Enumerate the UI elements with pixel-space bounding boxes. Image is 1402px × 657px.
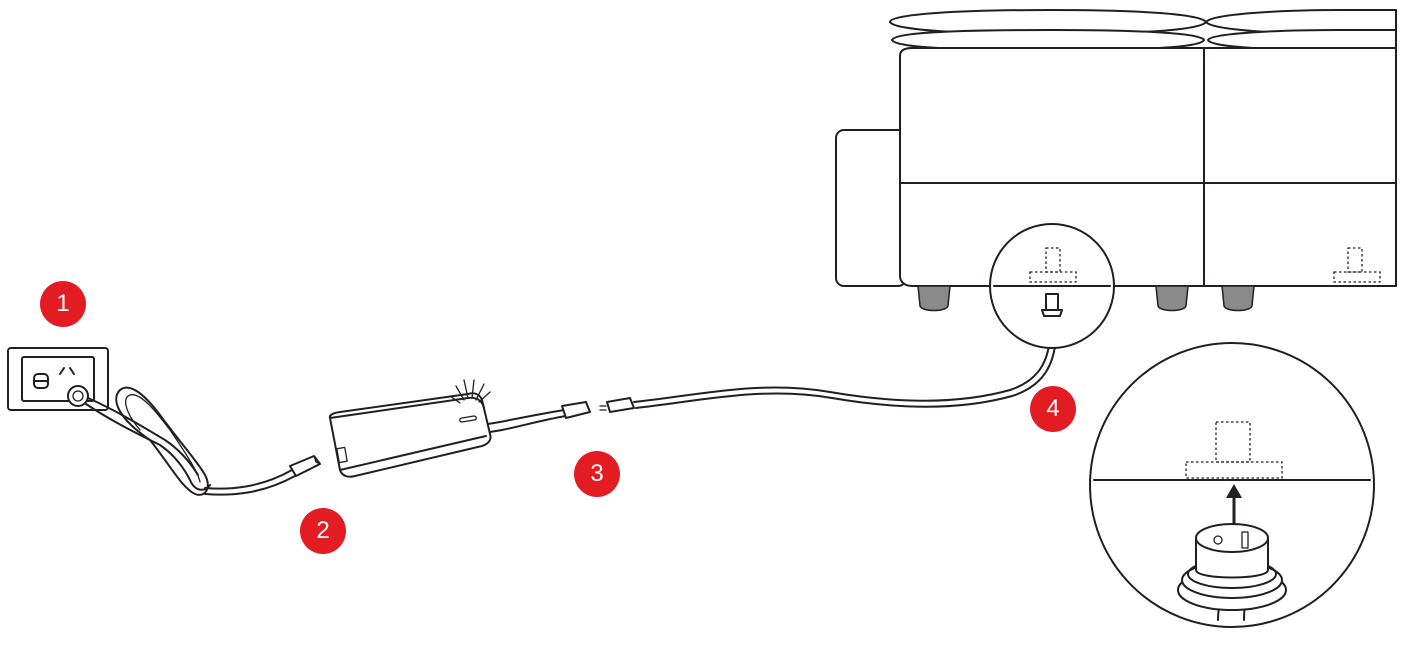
dc-plug-icon: [1177, 523, 1287, 621]
step-4-number: 4: [1046, 395, 1060, 422]
sofa-icon: [835, 9, 1397, 312]
cord-connector: [289, 455, 321, 477]
adapter-output-connector: [561, 401, 591, 419]
coiled-cord: [85, 386, 296, 496]
magnify-circle-icon: [1089, 342, 1375, 628]
step-3-badge: 3: [574, 451, 620, 497]
step-2-badge: 2: [300, 508, 346, 554]
led-light-icon: [449, 379, 491, 404]
sofa-cable: [599, 337, 1057, 413]
wall-outlet-icon: [7, 347, 109, 411]
step-1-number: 1: [56, 290, 70, 317]
step-2-number: 2: [316, 517, 330, 544]
power-adapter-icon: [328, 392, 567, 478]
step-1-badge: 1: [40, 281, 86, 327]
step-3-number: 3: [590, 460, 604, 487]
socket-highlight-circle: [989, 223, 1115, 349]
step-4-badge: 4: [1030, 386, 1076, 432]
